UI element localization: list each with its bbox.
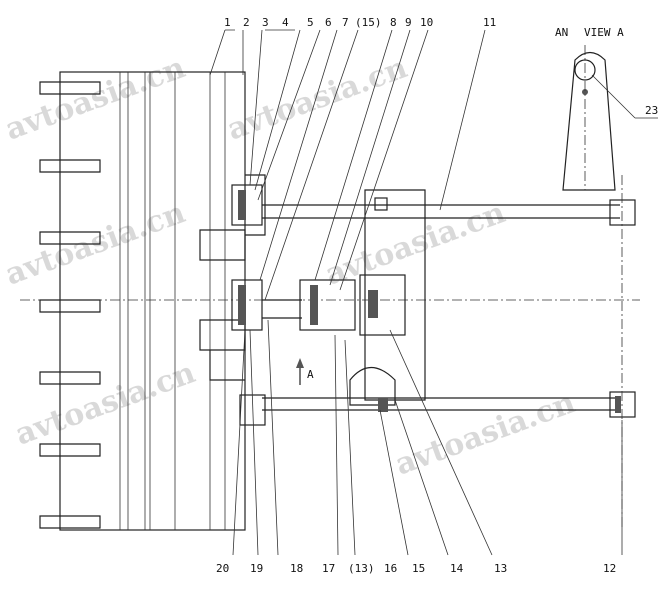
section-marker: A	[296, 358, 314, 385]
view-label-right: VIEW A	[584, 26, 624, 39]
view-label-left: AN	[555, 26, 568, 39]
part-label: 11	[483, 16, 496, 29]
top-part-labels: 1 2 3 4 5 6 7 (15) 8 9 10 11	[224, 16, 496, 29]
part-label: 4	[282, 16, 289, 29]
part-label: 20	[216, 562, 229, 575]
part-label: 2	[243, 16, 250, 29]
part-label: 9	[405, 16, 412, 29]
part-label: 3	[262, 16, 269, 29]
leader-lines	[209, 29, 623, 556]
part-label: 1	[224, 16, 231, 29]
part-label: 10	[420, 16, 433, 29]
part-label: 17	[322, 562, 335, 575]
bucket	[20, 71, 640, 531]
watermark: avtoasia.cn	[1, 50, 190, 147]
watermarks: avtoasia.cn avtoasia.cn avtoasia.cn avto…	[1, 50, 580, 482]
view-a-detail	[562, 45, 658, 191]
part-label: 14	[450, 562, 464, 575]
bucket-teeth	[39, 81, 101, 529]
watermark: avtoasia.cn	[321, 195, 510, 292]
part-label: 12	[603, 562, 616, 575]
detail-label: 23	[645, 104, 658, 117]
section-marker-label: A	[307, 368, 314, 381]
bottom-part-labels: 20 19 18 17 (13) 16 15 14 13 12	[216, 562, 616, 575]
part-label: 6	[325, 16, 332, 29]
part-label: 7	[342, 16, 349, 29]
part-label: 18	[290, 562, 303, 575]
part-label: 8	[390, 16, 397, 29]
part-label: 19	[250, 562, 263, 575]
part-label: 5	[307, 16, 314, 29]
part-label: 16	[384, 562, 397, 575]
part-label: 13	[494, 562, 507, 575]
part-label: (15)	[355, 16, 382, 29]
part-label: (13)	[348, 562, 375, 575]
watermark: avtoasia.cn	[11, 355, 200, 452]
part-label: 15	[412, 562, 425, 575]
watermark: avtoasia.cn	[223, 50, 412, 147]
